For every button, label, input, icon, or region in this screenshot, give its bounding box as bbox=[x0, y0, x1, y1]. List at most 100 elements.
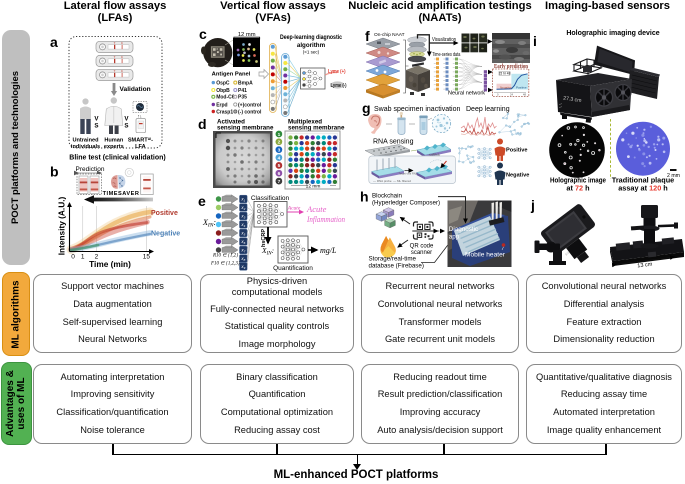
svg-text:TIMESAVER: TIMESAVER bbox=[103, 191, 140, 197]
svg-text:Blockchain: Blockchain bbox=[372, 193, 402, 200]
svg-text:scanner: scanner bbox=[411, 250, 432, 256]
svg-text:48: 48 bbox=[523, 93, 526, 97]
svg-text:Quantification: Quantification bbox=[273, 265, 313, 272]
svg-text:24: 24 bbox=[510, 93, 513, 97]
svg-text:27.3 cm: 27.3 cm bbox=[563, 96, 582, 105]
svg-text:Mobile heater: Mobile heater bbox=[465, 252, 506, 259]
svg-text:a: a bbox=[50, 34, 58, 50]
svg-text:15 hr 48: 15 hr 48 bbox=[499, 72, 511, 76]
svg-text:Negative: Negative bbox=[151, 231, 180, 238]
svg-text:Lyme (-): Lyme (-) bbox=[331, 83, 347, 89]
svg-text:LFA: LFA bbox=[135, 144, 146, 150]
svg-text:V: V bbox=[124, 116, 129, 123]
svg-text:2: 2 bbox=[278, 140, 281, 146]
svg-text:sensing membrane: sensing membrane bbox=[217, 125, 274, 132]
svg-text:x4: x4 bbox=[240, 222, 245, 228]
svg-text:Deep-learning diagnostic: Deep-learning diagnostic bbox=[280, 34, 342, 41]
svg-text:x6: x6 bbox=[240, 239, 245, 245]
svg-text:OspC: OspC bbox=[216, 81, 230, 87]
svg-text:XIN:: XIN: bbox=[202, 218, 216, 229]
svg-text:Holographic imaging device: Holographic imaging device bbox=[566, 30, 659, 37]
svg-text:2: 2 bbox=[95, 254, 99, 261]
svg-text:(-) control: (-) control bbox=[238, 109, 262, 115]
svg-text:Diagnostic: Diagnostic bbox=[449, 226, 478, 233]
svg-text:algorithm: algorithm bbox=[297, 42, 326, 49]
svg-text:Prediction: Prediction bbox=[76, 166, 105, 173]
svg-text:app: app bbox=[449, 234, 460, 241]
svg-text:S: S bbox=[124, 123, 128, 130]
svg-text:2 mm: 2 mm bbox=[667, 173, 680, 179]
svg-text:12 mm: 12 mm bbox=[306, 184, 321, 190]
svg-text:(<1 sec): (<1 sec) bbox=[303, 50, 320, 55]
svg-text:7: 7 bbox=[278, 179, 281, 185]
svg-text:S: S bbox=[94, 123, 98, 130]
svg-text:Deep learning: Deep learning bbox=[466, 106, 510, 113]
svg-text:Crasp1: Crasp1 bbox=[216, 109, 233, 115]
svg-text:XIN:: XIN: bbox=[261, 246, 274, 257]
svg-text:x8: x8 bbox=[240, 256, 245, 262]
svg-text:experts: experts bbox=[104, 144, 124, 150]
svg-text:g: g bbox=[362, 100, 371, 116]
svg-text:Erpd: Erpd bbox=[216, 102, 227, 108]
svg-text:C: C bbox=[121, 41, 124, 45]
svg-text:at 72 h: at 72 h bbox=[566, 184, 589, 193]
svg-text:— RNA probe — ML filtered: — RNA probe — ML filtered bbox=[373, 179, 411, 183]
svg-text:Bline test (clinical validatio: Bline test (clinical validation) bbox=[69, 155, 165, 162]
svg-text:5: 5 bbox=[278, 163, 281, 169]
svg-text:0: 0 bbox=[497, 93, 499, 97]
svg-text:Negative: Negative bbox=[500, 85, 512, 89]
svg-text:Swab specimen inactivation: Swab specimen inactivation bbox=[374, 106, 460, 113]
svg-text:Mod-C6: Mod-C6 bbox=[216, 95, 235, 101]
svg-text:Early prediction: Early prediction bbox=[494, 63, 528, 70]
svg-text:F10 ∈ {1,2,3}: F10 ∈ {1,2,3} bbox=[210, 261, 240, 267]
svg-text:individuals: individuals bbox=[71, 144, 100, 150]
svg-text:Acute: Acute bbox=[287, 206, 301, 212]
svg-text:BmpA: BmpA bbox=[238, 81, 253, 87]
svg-text:Antigen Panel: Antigen Panel bbox=[212, 72, 251, 78]
svg-text:1: 1 bbox=[81, 254, 85, 261]
svg-text:f: f bbox=[365, 28, 370, 44]
svg-text:Untrained: Untrained bbox=[72, 138, 99, 144]
svg-text:Visualization: Visualization bbox=[432, 37, 456, 43]
svg-text:Positive: Positive bbox=[516, 85, 527, 89]
svg-text:Target viral RNA: Target viral RNA bbox=[399, 172, 418, 176]
svg-text:Acute: Acute bbox=[306, 204, 327, 214]
svg-text:13 cm: 13 cm bbox=[637, 262, 653, 270]
svg-text:b: b bbox=[50, 164, 59, 180]
svg-text:Activated: Activated bbox=[217, 119, 245, 126]
svg-text:Human: Human bbox=[104, 138, 124, 144]
svg-text:d: d bbox=[198, 116, 207, 132]
svg-text:1: 1 bbox=[278, 132, 281, 138]
svg-text:i: i bbox=[533, 33, 537, 49]
svg-text:(Hyperledger Composer): (Hyperledger Composer) bbox=[372, 200, 440, 207]
svg-text:SMARTAI-: SMARTAI- bbox=[128, 137, 153, 144]
svg-text:9/9: 9/9 bbox=[564, 251, 570, 257]
svg-text:Neural network: Neural network bbox=[448, 91, 485, 97]
svg-text:15: 15 bbox=[143, 254, 151, 261]
svg-text:e: e bbox=[198, 193, 206, 209]
svg-text:P35: P35 bbox=[238, 95, 247, 101]
svg-text:x3: x3 bbox=[240, 214, 245, 220]
svg-text:c: c bbox=[199, 26, 207, 42]
svg-text:ObpB: ObpB bbox=[216, 88, 230, 94]
svg-text:Holographic image: Holographic image bbox=[550, 176, 606, 185]
svg-text:4: 4 bbox=[278, 155, 281, 161]
svg-text:hsCRP: hsCRP bbox=[261, 229, 267, 247]
svg-text:x2: x2 bbox=[240, 205, 245, 211]
svg-text:Time (min): Time (min) bbox=[89, 259, 131, 269]
svg-text:Storage/real-time: Storage/real-time bbox=[369, 256, 417, 263]
svg-text:Lyme (+): Lyme (+) bbox=[328, 69, 346, 75]
svg-text:↑↓: ↑↓ bbox=[138, 114, 143, 119]
svg-text:sgRNA: sgRNA bbox=[429, 153, 440, 157]
svg-text:database (Firebase): database (Firebase) bbox=[369, 263, 424, 270]
svg-text:R10 ∈ {1,2}: R10 ∈ {1,2} bbox=[212, 253, 238, 259]
svg-text:Positive: Positive bbox=[151, 210, 178, 217]
svg-text:Classification: Classification bbox=[251, 195, 290, 202]
svg-text:Validation: Validation bbox=[120, 86, 151, 93]
svg-text:sensing membrane: sensing membrane bbox=[288, 125, 345, 132]
svg-text:x5: x5 bbox=[240, 231, 245, 237]
svg-text:12 mm: 12 mm bbox=[238, 32, 256, 38]
svg-text:6: 6 bbox=[278, 171, 281, 177]
svg-text:Time-series data: Time-series data bbox=[432, 52, 460, 58]
svg-text:Multiplexed: Multiplexed bbox=[288, 119, 322, 126]
